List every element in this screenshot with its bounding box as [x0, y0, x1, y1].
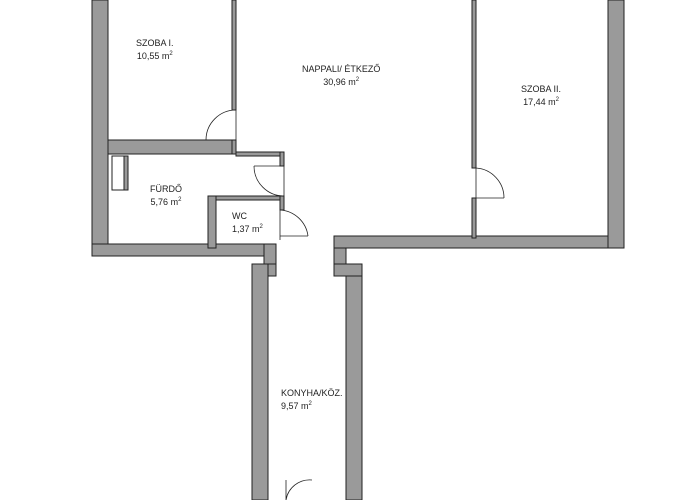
room-area: 30,96 m2: [323, 77, 360, 87]
room-area: 1,37 m2: [232, 224, 263, 234]
door-hall: [253, 165, 285, 197]
room-label-nappali: NAPPALI/ ÉTKEZŐ 30,96 m2: [302, 63, 380, 89]
walls: [91, 0, 625, 500]
room-area: 5,76 m2: [150, 197, 182, 207]
room-label-szoba1: SZOBA I. 10,55 m2: [136, 37, 174, 63]
bath-niche-wall: [123, 155, 129, 191]
room-area: 17,44 m2: [523, 97, 559, 107]
wall-kitchen-right: [345, 263, 363, 500]
wall-bottom-right: [333, 235, 625, 249]
wall-wc-left: [207, 195, 217, 249]
wall-szoba1-bottom-b: [231, 139, 237, 155]
room-name: SZOBA II.: [521, 84, 562, 94]
wall-szoba1-bottom: [107, 139, 237, 155]
wall-left-outer: [91, 0, 109, 257]
wall-szoba1-right: [231, 0, 237, 111]
room-label-furdo: FÜRDŐ 5,76 m2: [150, 183, 182, 209]
wall-bottom-left: [91, 243, 277, 257]
room-label-konyha: KONYHA/KÖZ. 9,57 m2: [281, 387, 343, 413]
room-name: WC: [232, 211, 247, 221]
door-szoba2: [475, 167, 505, 199]
wall-right-outer: [607, 0, 625, 249]
wall-szoba2-left: [471, 0, 477, 169]
door-wc: [279, 209, 309, 240]
wall-szoba2-left-low: [471, 197, 477, 239]
room-label-wc: WC 1,37 m2: [232, 210, 263, 236]
wall-hall-top: [235, 151, 285, 157]
room-name: FÜRDŐ: [150, 184, 182, 194]
room-name: SZOBA I.: [136, 38, 174, 48]
door-szoba1: [205, 109, 237, 141]
room-label-szoba2: SZOBA II. 17,44 m2: [521, 83, 561, 109]
wall-wc-right-stub: [279, 195, 285, 211]
room-name: NAPPALI/ ÉTKEZŐ: [302, 64, 381, 74]
room-name: KONYHA/KÖZ.: [281, 388, 343, 398]
room-area: 10,55 m2: [136, 51, 173, 61]
door-entry: [285, 479, 313, 500]
wall-wc-top: [207, 195, 281, 201]
wall-kitchen-left: [251, 263, 269, 500]
wall-step-right-h: [333, 263, 363, 277]
room-area: 9,57 m2: [281, 401, 312, 411]
wall-hall-stub: [279, 151, 285, 167]
doors: [205, 109, 505, 500]
